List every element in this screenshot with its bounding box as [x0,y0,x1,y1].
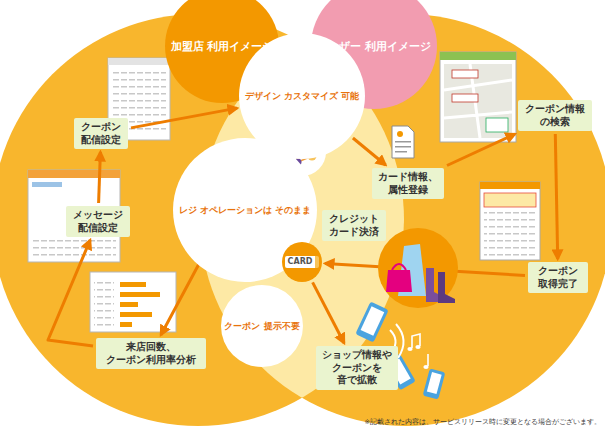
label-box: カード情報、 属性登録 [372,168,444,199]
card-circle: CARD [282,242,322,282]
label-box: メッセージ 配信設定 [66,206,130,237]
node-text: クーポン 取得完了 [533,265,583,290]
callout-circle: クーポン 提示不要 [221,285,303,367]
label-box: クーポン 取得完了 [528,262,588,293]
node-text: クーポン 配信設定 [79,121,123,146]
node-text: クーポン 提示不要 [224,321,299,332]
node-text: 来店回数、 クーポン利用率分析 [101,341,201,366]
analysis-screen [90,272,176,332]
label-box: クレジット カード決済 [322,210,386,241]
label-box: ショップ情報や クーポンを 音で拡散 [316,346,398,390]
node-text: レジ オペレーションは そのまま [179,205,311,216]
node-text: カード情報、 属性登録 [377,171,439,196]
document-icon [392,126,414,158]
flow-arrow [313,282,345,343]
label-box: クーポン情報 の検索 [518,100,592,131]
label-box: クーポン 配信設定 [74,118,128,149]
label-box: 来店回数、 クーポン利用率分析 [96,338,206,369]
map-search-screen [440,52,516,142]
node-text: メッセージ 配信設定 [71,209,125,234]
flow-arrow [48,240,93,346]
flow-arrow [447,134,515,166]
flow-arrow [555,134,557,259]
flow-arrow [353,138,386,165]
flow-arrow [99,152,101,203]
node-text: CARD [285,256,320,269]
coupon-screen [480,182,540,260]
node-text: クレジット カード決済 [327,213,381,238]
flow-arrow [131,108,237,128]
node-text: デザイン カスタマイズ 可能 [245,91,359,102]
footnote: ※記載された内容は、サービスリリース時に変更となる場合がございます。 [365,419,601,427]
node-text: クーポン情報 の検索 [523,103,587,128]
shopping-circle [378,228,458,308]
node-text: ショップ情報や クーポンを 音で拡散 [321,349,393,387]
